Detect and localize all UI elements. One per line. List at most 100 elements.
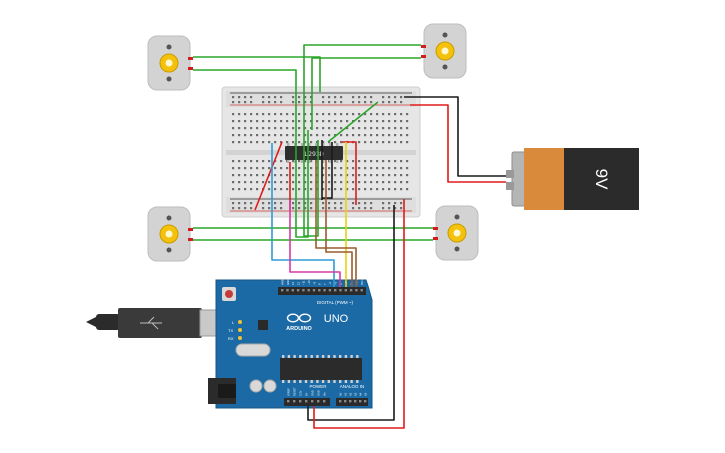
breadboard-hole[interactable]: [376, 167, 379, 170]
breadboard-hole[interactable]: [286, 167, 289, 170]
breadboard-hole[interactable]: [358, 141, 361, 144]
rail-hole[interactable]: [322, 101, 325, 104]
breadboard-hole[interactable]: [244, 160, 247, 163]
breadboard-hole[interactable]: [238, 181, 241, 184]
breadboard-hole[interactable]: [358, 188, 361, 191]
breadboard-hole[interactable]: [244, 167, 247, 170]
breadboard-hole[interactable]: [286, 181, 289, 184]
breadboard-hole[interactable]: [370, 127, 373, 130]
header-pin[interactable]: [339, 400, 342, 403]
breadboard-hole[interactable]: [304, 134, 307, 137]
breadboard-hole[interactable]: [238, 174, 241, 177]
breadboard-hole[interactable]: [394, 174, 397, 177]
header-pin[interactable]: [349, 400, 352, 403]
breadboard-hole[interactable]: [322, 113, 325, 116]
breadboard-hole[interactable]: [340, 167, 343, 170]
breadboard-hole[interactable]: [286, 134, 289, 137]
breadboard-hole[interactable]: [316, 174, 319, 177]
breadboard-hole[interactable]: [286, 188, 289, 191]
breadboard-hole[interactable]: [364, 160, 367, 163]
breadboard-hole[interactable]: [382, 127, 385, 130]
breadboard-hole[interactable]: [388, 167, 391, 170]
wire-red[interactable]: [313, 199, 405, 429]
breadboard-hole[interactable]: [400, 174, 403, 177]
breadboard-hole[interactable]: [250, 167, 253, 170]
rail-hole[interactable]: [292, 101, 295, 104]
breadboard-hole[interactable]: [256, 141, 259, 144]
header-pin[interactable]: [334, 289, 337, 292]
breadboard-hole[interactable]: [382, 174, 385, 177]
breadboard-hole[interactable]: [400, 141, 403, 144]
breadboard-hole[interactable]: [328, 167, 331, 170]
rail-hole[interactable]: [322, 202, 325, 205]
header-pin[interactable]: [328, 289, 332, 292]
breadboard-hole[interactable]: [256, 113, 259, 116]
header-pin[interactable]: [281, 289, 284, 292]
breadboard-hole[interactable]: [274, 167, 277, 170]
breadboard-hole[interactable]: [250, 127, 253, 130]
breadboard-hole[interactable]: [238, 141, 241, 144]
breadboard-hole[interactable]: [316, 141, 319, 144]
breadboard-hole[interactable]: [370, 134, 373, 137]
rail-hole[interactable]: [250, 96, 253, 99]
rail-hole[interactable]: [370, 101, 373, 104]
breadboard-hole[interactable]: [346, 127, 349, 130]
rail-hole[interactable]: [388, 101, 391, 104]
rail-hole[interactable]: [358, 207, 361, 210]
rail-hole[interactable]: [298, 101, 301, 104]
breadboard-hole[interactable]: [250, 134, 253, 137]
breadboard-hole[interactable]: [292, 181, 295, 184]
breadboard-hole[interactable]: [310, 174, 313, 177]
breadboard-hole[interactable]: [406, 181, 409, 184]
breadboard-hole[interactable]: [292, 167, 295, 170]
breadboard-hole[interactable]: [388, 120, 391, 123]
breadboard-hole[interactable]: [322, 174, 325, 177]
header-pin[interactable]: [344, 400, 347, 403]
breadboard-hole[interactable]: [358, 127, 361, 130]
breadboard-hole[interactable]: [232, 120, 235, 123]
breadboard-hole[interactable]: [304, 160, 307, 163]
breadboard-hole[interactable]: [292, 188, 295, 191]
breadboard-hole[interactable]: [394, 113, 397, 116]
header-pin[interactable]: [317, 400, 320, 403]
rail-hole[interactable]: [232, 207, 235, 210]
breadboard-hole[interactable]: [268, 160, 271, 163]
breadboard-hole[interactable]: [268, 113, 271, 116]
rail-hole[interactable]: [238, 202, 241, 205]
rail-hole[interactable]: [364, 207, 367, 210]
breadboard-hole[interactable]: [322, 127, 325, 130]
breadboard-hole[interactable]: [316, 167, 319, 170]
breadboard-hole[interactable]: [286, 113, 289, 116]
breadboard-hole[interactable]: [244, 127, 247, 130]
breadboard-hole[interactable]: [382, 188, 385, 191]
breadboard-hole[interactable]: [274, 113, 277, 116]
rail-hole[interactable]: [238, 96, 241, 99]
breadboard-hole[interactable]: [304, 167, 307, 170]
breadboard-hole[interactable]: [232, 188, 235, 191]
breadboard-hole[interactable]: [268, 167, 271, 170]
rail-hole[interactable]: [358, 101, 361, 104]
breadboard-hole[interactable]: [364, 134, 367, 137]
breadboard-hole[interactable]: [388, 188, 391, 191]
dc-motor-icon[interactable]: [421, 23, 467, 79]
header-pin[interactable]: [286, 289, 289, 292]
rail-hole[interactable]: [238, 207, 241, 210]
breadboard-hole[interactable]: [316, 113, 319, 116]
rail-hole[interactable]: [388, 207, 391, 210]
breadboard-hole[interactable]: [352, 134, 355, 137]
rail-hole[interactable]: [382, 202, 385, 205]
rail-hole[interactable]: [244, 101, 247, 104]
breadboard-hole[interactable]: [388, 160, 391, 163]
breadboard-hole[interactable]: [232, 160, 235, 163]
breadboard-hole[interactable]: [376, 160, 379, 163]
breadboard-hole[interactable]: [376, 174, 379, 177]
breadboard-hole[interactable]: [376, 181, 379, 184]
rail-hole[interactable]: [298, 202, 301, 205]
breadboard-hole[interactable]: [406, 160, 409, 163]
breadboard-hole[interactable]: [310, 113, 313, 116]
rail-hole[interactable]: [352, 202, 355, 205]
header-pin[interactable]: [318, 289, 321, 292]
rail-hole[interactable]: [364, 101, 367, 104]
header-pin[interactable]: [354, 400, 357, 403]
breadboard-hole[interactable]: [262, 181, 265, 184]
